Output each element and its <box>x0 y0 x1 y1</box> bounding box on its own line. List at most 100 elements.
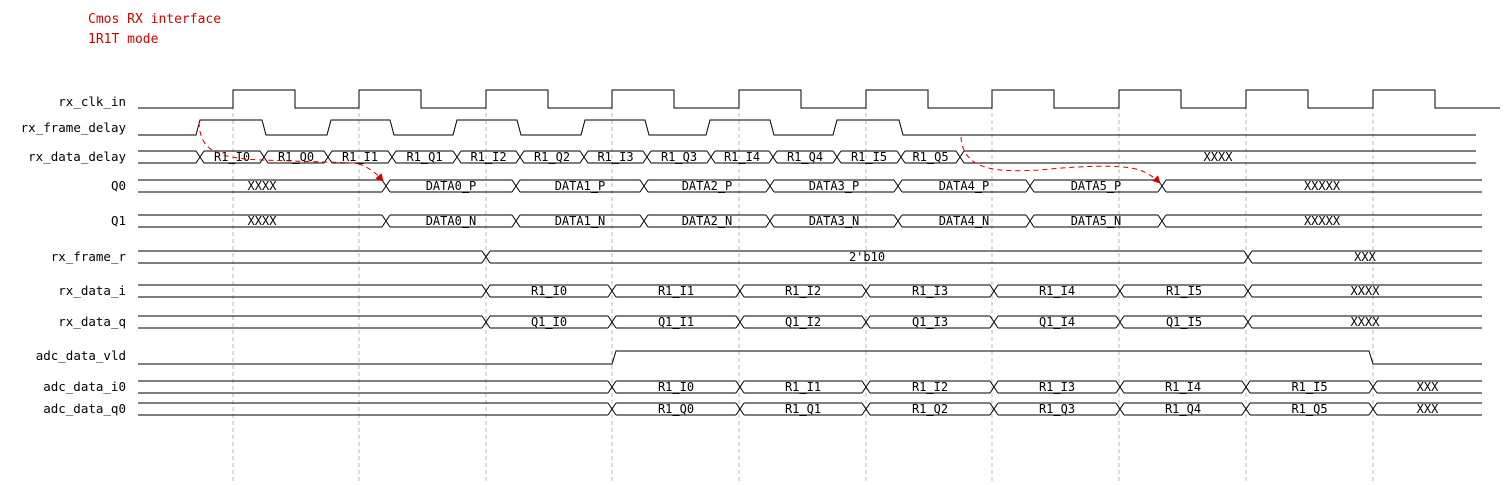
q1-transition <box>639 214 649 228</box>
q1-transition <box>1157 214 1167 228</box>
diagram-title-line-1: Cmos RX interface <box>88 12 222 27</box>
rx-data-i-value: R1_I2 <box>785 284 821 298</box>
rx-data-q-value: Q1_I2 <box>785 315 821 329</box>
rx-data-q-transition <box>481 315 491 329</box>
rx-data-q-transition <box>735 315 745 329</box>
rx-clk-in-wave <box>138 89 1500 109</box>
rx-data-i-transition <box>861 284 871 298</box>
q1-value: XXXX <box>248 214 278 228</box>
adc-data-i0-value: R1_I2 <box>912 380 948 394</box>
adc-data-i0-value: XXX <box>1417 380 1439 394</box>
rx-data-i-transition <box>607 284 617 298</box>
adc-data-i0-transition <box>735 380 745 394</box>
rx-data-delay-transition <box>768 150 778 164</box>
adc-data-q0-transition <box>735 402 745 416</box>
q1-value: DATA1_N <box>555 214 606 228</box>
q1-transition <box>1025 214 1035 228</box>
adc-data-q0-transition <box>1115 402 1125 416</box>
rx-data-delay-value: R1_Q5 <box>912 150 948 164</box>
adc-data-i0-value: R1_I5 <box>1291 380 1327 394</box>
rx-frame-r-value: XXX <box>1354 250 1376 264</box>
signal-label: rx_data_i <box>58 283 126 298</box>
rx-frame-r-transition <box>1243 250 1253 264</box>
adc-data-i0-value: R1_I3 <box>1039 380 1075 394</box>
rx-data-delay-value: R1_Q2 <box>534 150 570 164</box>
adc-data-q0-value: R1_Q2 <box>912 402 948 416</box>
rx-data-delay-transition <box>955 150 965 164</box>
signal-label: adc_data_i0 <box>43 379 126 394</box>
adc-data-q0-value: XXX <box>1417 402 1439 416</box>
adc-data-q0-transition <box>1368 402 1378 416</box>
rx-data-q-transition <box>1243 315 1253 329</box>
rx-data-delay-value: R1_Q1 <box>406 150 442 164</box>
adc-data-i0-transition <box>1115 380 1125 394</box>
rx-data-i-transition <box>989 284 999 298</box>
adc-data-i0-transition <box>1241 380 1251 394</box>
rx-data-i-transition <box>1243 284 1253 298</box>
q0-transition <box>765 179 775 193</box>
rx-data-delay-transition <box>579 150 589 164</box>
q1-value: DATA5_N <box>1071 214 1122 228</box>
rx-data-q-transition <box>861 315 871 329</box>
adc-data-q0-transition <box>607 402 617 416</box>
rx-data-delay-value: XXXX <box>1204 150 1234 164</box>
rx-data-delay-transition <box>832 150 842 164</box>
adc-data-i0-transition <box>607 380 617 394</box>
rx-data-q-value: Q1_I1 <box>658 315 694 329</box>
rx-data-delay-value: R1_I5 <box>851 150 887 164</box>
adc-data-q0-value: R1_Q0 <box>658 402 694 416</box>
rx-data-delay-transition <box>323 150 333 164</box>
annotation-arrow <box>960 136 1161 184</box>
rx-data-i-transition <box>735 284 745 298</box>
signal-label: rx_data_q <box>58 314 126 329</box>
signal-label: rx_frame_delay <box>21 120 127 135</box>
rx-data-delay-value: R1_Q3 <box>661 150 697 164</box>
q1-transition <box>511 214 521 228</box>
rx-data-i-transition <box>481 284 491 298</box>
rx-data-delay-transition <box>259 150 269 164</box>
adc-data-i0-value: R1_I4 <box>1165 380 1201 394</box>
signal-label: Q1 <box>111 213 126 228</box>
adc-data-q0-transition <box>989 402 999 416</box>
signal-label: adc_data_q0 <box>43 401 126 416</box>
adc-data-q0-value: R1_Q4 <box>1165 402 1201 416</box>
q0-value: XXXXX <box>1304 179 1341 193</box>
signal-label: rx_clk_in <box>58 94 126 109</box>
q0-value: DATA1_P <box>555 179 606 193</box>
q0-value: DATA4_P <box>939 179 990 193</box>
rx-data-delay-transition <box>452 150 462 164</box>
adc-data-q0-value: R1_Q1 <box>785 402 821 416</box>
adc-data-i0-transition <box>1368 380 1378 394</box>
rx-data-q-transition <box>1115 315 1125 329</box>
rx-data-delay-value: R1_I2 <box>470 150 506 164</box>
rx-data-delay-value: R1_I1 <box>342 150 378 164</box>
rx-data-i-value: R1_I0 <box>531 284 567 298</box>
rx-frame-delay-wave <box>138 119 1476 136</box>
rx-data-q-transition <box>607 315 617 329</box>
rx-data-i-transition <box>1115 284 1125 298</box>
signal-label: adc_data_vld <box>36 348 126 363</box>
adc-data-i0-transition <box>861 380 871 394</box>
q0-value: DATA5_P <box>1071 179 1122 193</box>
rx-data-i-value: R1_I5 <box>1166 284 1202 298</box>
signal-label: rx_data_delay <box>28 149 126 164</box>
adc-data-i0-transition <box>989 380 999 394</box>
rx-data-q-value: Q1_I4 <box>1039 315 1075 329</box>
adc-data-q0-value: R1_Q5 <box>1291 402 1327 416</box>
rx-data-q-value: Q1_I0 <box>531 315 567 329</box>
q0-transition <box>381 179 391 193</box>
q1-value: XXXXX <box>1304 214 1341 228</box>
rx-data-delay-value: R1_I4 <box>724 150 760 164</box>
q1-transition <box>893 214 903 228</box>
q1-value: DATA2_N <box>682 214 733 228</box>
rx-data-delay-value: R1_I3 <box>597 150 633 164</box>
q0-transition <box>1025 179 1035 193</box>
rx-frame-r-value: 2'b10 <box>849 250 885 264</box>
adc-data-vld-wave <box>138 350 1482 365</box>
rx-data-delay-transition <box>515 150 525 164</box>
rx-data-delay-transition <box>896 150 906 164</box>
adc-data-i0-value: R1_I1 <box>785 380 821 394</box>
rx-data-i-value: R1_I1 <box>658 284 694 298</box>
q1-value: DATA3_N <box>809 214 860 228</box>
